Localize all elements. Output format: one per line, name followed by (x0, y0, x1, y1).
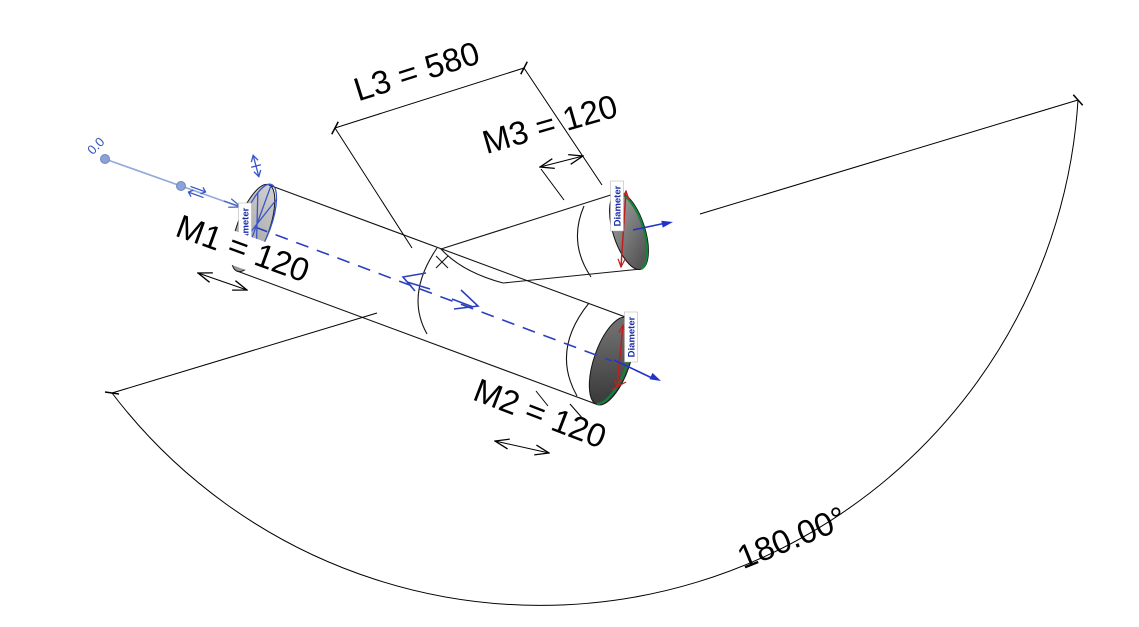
m1-dimension-line[interactable] (198, 273, 247, 290)
centerline-cross-mark (435, 255, 449, 269)
angle-extension-right (699, 99, 1079, 215)
angle-extension-left (111, 312, 378, 394)
dimension-l3-label[interactable]: L3 = 580 (349, 34, 484, 108)
l3-extension-left (334, 127, 413, 249)
main-connector-arrowhead (649, 372, 661, 381)
leader-grip-dot[interactable] (176, 181, 186, 191)
m2-extension-right (569, 403, 585, 421)
origin-label: 0.0 (84, 134, 107, 157)
main-diameter-label-text: Diameter (627, 316, 638, 357)
updown-flip-icon[interactable] (248, 154, 263, 178)
branch-diameter-label[interactable]: Diameter (610, 180, 624, 232)
main-diameter-label[interactable]: Diameter (624, 311, 638, 363)
branch-connector-arrowhead (661, 220, 673, 228)
branch-contour-line (576, 205, 592, 278)
branch-diameter-label-text: Diameter (613, 185, 624, 226)
dimension-m3-label[interactable]: M3 = 120 (478, 87, 621, 161)
dimension-angle[interactable]: 180.00° (104, 94, 1084, 606)
m3-extension-left (540, 168, 565, 201)
dimension-l3[interactable]: L3 = 580 (331, 34, 603, 249)
main-centerline (254, 226, 613, 362)
origin-label-text: 0.0 (84, 134, 107, 157)
m2-dimension-line[interactable] (495, 441, 549, 453)
main-contour-line (566, 302, 590, 397)
origin-leader-line (104, 158, 244, 209)
m3-dimension-line[interactable] (540, 156, 583, 167)
flow-arrow-left[interactable] (401, 272, 431, 292)
dimension-angle-label[interactable]: 180.00° (732, 499, 852, 576)
leader-grip-dot[interactable] (100, 154, 110, 164)
branch-pipe[interactable] (440, 188, 656, 284)
angle-dimension-arc[interactable] (104, 94, 1084, 606)
pipe-centerline (254, 226, 613, 362)
main-pipe-body[interactable] (231, 184, 629, 405)
dimension-m3[interactable]: M3 = 120 (478, 87, 622, 201)
